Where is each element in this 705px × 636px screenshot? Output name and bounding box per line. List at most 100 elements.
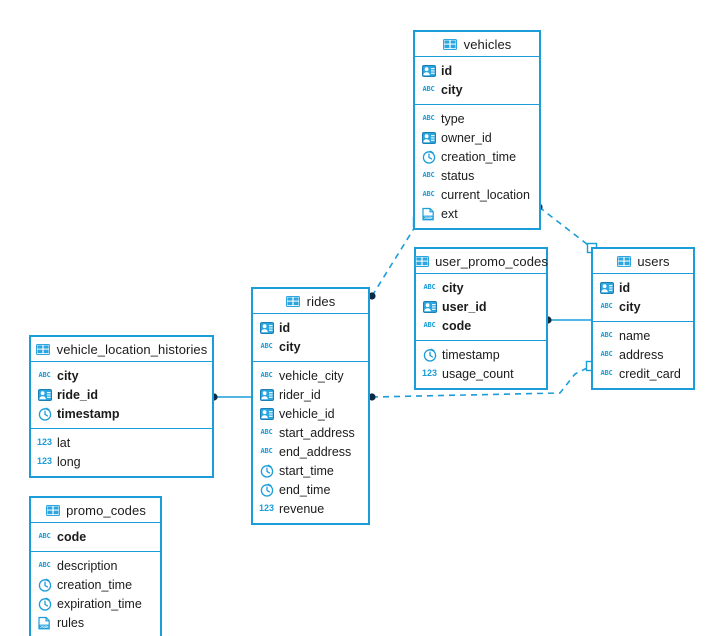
column-name: id: [441, 63, 453, 78]
column-name: city: [279, 339, 301, 354]
abc-icon: ABC: [423, 321, 436, 329]
column-name: city: [441, 82, 463, 97]
clock-icon: [37, 596, 52, 611]
number-icon: 123: [258, 503, 275, 513]
relationship-vehicle-location-histories-to-rides[interactable]: [210, 393, 251, 401]
key-id-icon: [259, 406, 274, 421]
table-header[interactable]: promo_codes: [31, 498, 160, 523]
key-id-icon: [599, 280, 614, 295]
column-name: creation_time: [57, 577, 133, 592]
column-name: rules: [57, 615, 85, 630]
column-row[interactable]: timestamp: [416, 345, 546, 364]
abc-icon: ABC: [260, 447, 273, 455]
column-row[interactable]: expiration_time: [31, 594, 160, 613]
column-name: status: [441, 168, 475, 183]
table-header[interactable]: rides: [253, 289, 368, 314]
column-name: city: [442, 280, 464, 295]
table-grid-icon: [443, 37, 458, 52]
column-name: id: [619, 280, 631, 295]
column-row[interactable]: 123 revenue: [253, 499, 368, 518]
number-icon: 123: [421, 368, 438, 378]
column-name: ride_id: [57, 387, 98, 402]
table-title: rides: [306, 293, 336, 309]
primary-key-row[interactable]: id: [253, 318, 368, 337]
relationship-user-promo-codes-to-users[interactable]: [544, 316, 591, 324]
column-row[interactable]: creation_time: [31, 575, 160, 594]
column-name: expiration_time: [57, 596, 142, 611]
column-row[interactable]: start_time: [253, 461, 368, 480]
relationship-vehicles-to-users[interactable]: [535, 203, 598, 254]
table-header[interactable]: user_promo_codes: [414, 249, 548, 274]
column-name: user_id: [442, 299, 487, 314]
table-header[interactable]: vehicles: [415, 32, 539, 57]
table-title: vehicles: [463, 36, 512, 52]
table-grid-icon: [45, 503, 60, 518]
column-row[interactable]: end_time: [253, 480, 368, 499]
abc-icon: ABC: [38, 532, 51, 540]
column-name: end_address: [279, 444, 352, 459]
primary-key-row[interactable]: timestamp: [31, 404, 212, 423]
table-grid-icon: [414, 254, 429, 269]
column-name: lat: [57, 435, 71, 450]
primary-key-row[interactable]: ABC city: [416, 278, 546, 297]
key-id-icon: [259, 320, 274, 335]
json-icon: JSON: [37, 615, 52, 630]
column-name: rider_id: [279, 387, 321, 402]
table-header[interactable]: users: [593, 249, 693, 274]
key-id-icon: [259, 387, 274, 402]
primary-key-row[interactable]: ride_id: [31, 385, 212, 404]
abc-icon: ABC: [260, 371, 273, 379]
primary-key-row[interactable]: user_id: [416, 297, 546, 316]
column-name: current_location: [441, 187, 530, 202]
primary-key-row[interactable]: id: [593, 278, 693, 297]
column-name: revenue: [279, 501, 325, 516]
column-row[interactable]: creation_time: [415, 147, 539, 166]
column-row[interactable]: ABC current_location: [415, 185, 539, 204]
abc-icon: ABC: [260, 428, 273, 436]
json-icon: JSON: [421, 206, 436, 221]
abc-icon: ABC: [423, 283, 436, 291]
column-row[interactable]: vehicle_id: [253, 404, 368, 423]
table-grid-icon: [616, 254, 631, 269]
abc-icon: ABC: [422, 190, 435, 198]
column-name: credit_card: [619, 366, 681, 381]
column-row[interactable]: JSON rules: [31, 613, 160, 632]
table-header[interactable]: vehicle_location_histories: [31, 337, 212, 362]
table-title: vehicle_location_histories: [56, 341, 208, 357]
column-row[interactable]: rider_id: [253, 385, 368, 404]
column-row[interactable]: owner_id: [415, 128, 539, 147]
table-title: users: [637, 253, 670, 269]
column-row[interactable]: ABC end_address: [253, 442, 368, 461]
primary-key-row[interactable]: id: [415, 61, 539, 80]
